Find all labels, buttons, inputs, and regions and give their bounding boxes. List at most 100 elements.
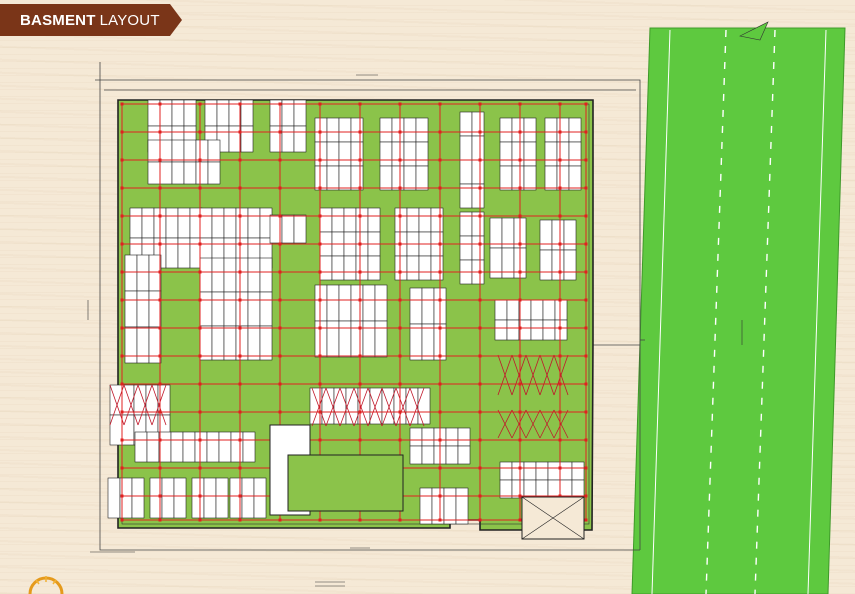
column-marker — [318, 298, 322, 302]
column-marker — [198, 102, 202, 106]
column-marker — [478, 158, 482, 162]
column-marker — [478, 382, 482, 386]
column-marker — [398, 130, 402, 134]
column-marker — [238, 242, 242, 246]
parking-bay — [319, 255, 333, 281]
column-marker — [518, 270, 522, 274]
parking-bay — [331, 255, 345, 281]
column-marker — [158, 438, 162, 442]
parking-bay — [133, 384, 147, 416]
parking-bay — [421, 445, 435, 465]
parking-bay — [391, 165, 405, 191]
column-marker — [120, 326, 124, 330]
column-marker — [238, 494, 242, 498]
column-marker — [584, 438, 588, 442]
parking-bay — [338, 117, 352, 143]
parking-bay — [211, 207, 225, 239]
parking-bay — [247, 257, 261, 293]
column-marker — [318, 214, 322, 218]
column-marker — [518, 102, 522, 106]
column-marker — [238, 270, 242, 274]
column-marker — [238, 382, 242, 386]
parking-bay — [326, 141, 340, 167]
column-marker — [318, 438, 322, 442]
parking-bay — [556, 117, 570, 143]
parking-bay — [183, 139, 197, 163]
column-marker — [558, 130, 562, 134]
parking-bay — [230, 431, 244, 463]
parking-bay — [518, 319, 532, 341]
parking-bay — [158, 431, 172, 463]
parking-bay — [506, 319, 520, 341]
column-marker — [120, 298, 124, 302]
column-marker — [120, 382, 124, 386]
parking-bay — [107, 477, 121, 519]
column-marker — [518, 130, 522, 134]
parking-bay — [568, 117, 582, 143]
column-marker — [438, 214, 442, 218]
column-marker — [558, 214, 562, 218]
ramp-diagonal — [511, 409, 527, 439]
parking-bay — [350, 117, 364, 143]
column-marker — [198, 438, 202, 442]
parking-bay — [523, 117, 537, 143]
ramp-diagonal — [381, 387, 397, 427]
column-marker — [120, 270, 124, 274]
parking-bay — [350, 141, 364, 167]
section-title-banner: BASMENT LAYOUT — [0, 4, 182, 36]
parking-bay — [145, 384, 159, 416]
parking-bay — [394, 255, 408, 281]
ramp-diagonal — [353, 387, 369, 427]
column-marker — [478, 494, 482, 498]
parking-bay — [367, 207, 381, 233]
parking-bay — [494, 299, 508, 321]
column-marker — [158, 354, 162, 358]
ramp-diagonal — [525, 409, 541, 439]
column-marker — [358, 186, 362, 190]
ramp-diagonal — [123, 384, 139, 426]
parking-bay — [542, 319, 556, 341]
parking-bay — [391, 117, 405, 143]
parking-bay — [194, 431, 208, 463]
parking-bay — [199, 257, 213, 293]
parking-bay — [207, 139, 221, 163]
column-marker — [558, 326, 562, 330]
column-marker — [438, 242, 442, 246]
column-marker — [318, 270, 322, 274]
column-marker — [398, 298, 402, 302]
column-marker — [278, 298, 282, 302]
parking-bay — [281, 125, 295, 153]
column-marker — [120, 494, 124, 498]
column-marker — [158, 382, 162, 386]
parking-bay — [499, 165, 513, 191]
column-marker — [278, 130, 282, 134]
parking-bay — [281, 214, 295, 244]
parking-bay — [293, 125, 307, 153]
column-marker — [478, 130, 482, 134]
column-marker — [158, 186, 162, 190]
parking-bay — [218, 431, 232, 463]
column-marker — [358, 242, 362, 246]
parking-bay — [403, 117, 417, 143]
column-marker — [198, 298, 202, 302]
column-marker — [238, 326, 242, 330]
column-marker — [158, 466, 162, 470]
column-marker — [238, 438, 242, 442]
column-marker — [398, 186, 402, 190]
parking-bay — [457, 427, 471, 447]
column-marker — [584, 382, 588, 386]
column-marker — [558, 466, 562, 470]
parking-bay — [131, 477, 145, 519]
road-lane-markings — [705, 29, 776, 594]
column-marker — [238, 214, 242, 218]
parking-bay — [511, 165, 525, 191]
column-marker — [158, 298, 162, 302]
parking-bay — [146, 431, 160, 463]
parking-bay — [259, 291, 273, 327]
parking-bay — [530, 319, 544, 341]
column-marker — [198, 158, 202, 162]
parking-bay — [338, 141, 352, 167]
column-marker — [278, 186, 282, 190]
parking-bay — [326, 320, 340, 358]
parking-bay — [147, 139, 161, 163]
